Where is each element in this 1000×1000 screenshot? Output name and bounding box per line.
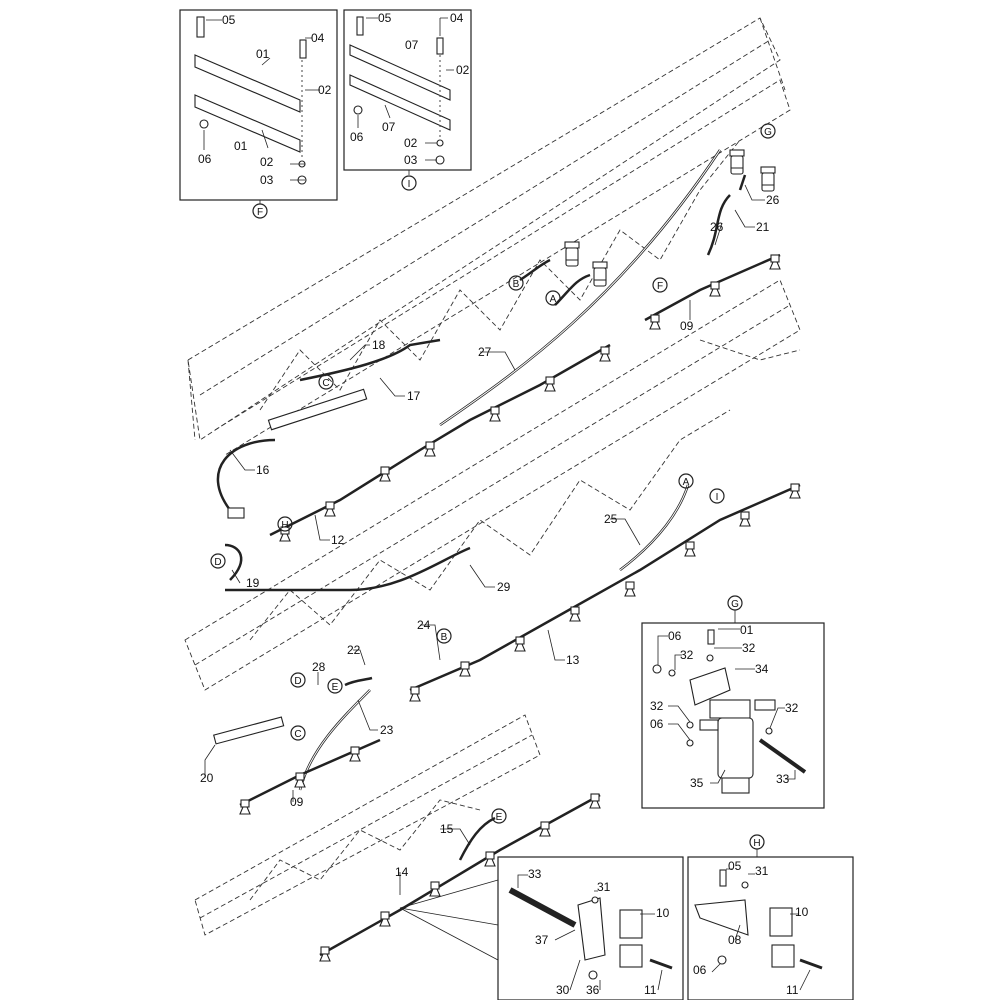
callout-letter: A	[683, 477, 690, 488]
callout-letter: A	[550, 294, 557, 305]
detail-box-I: 05 04 07 02 06 07 02 03 I	[343, 9, 472, 191]
callout-letter: F	[257, 207, 263, 218]
callout-label: 04	[450, 11, 464, 25]
boom-section-lower	[194, 714, 541, 936]
cylinders	[213, 388, 368, 745]
callout-label: 06	[668, 629, 682, 643]
part-label: 14	[395, 865, 409, 879]
part-label: 29	[497, 580, 511, 594]
callout-label: 03	[260, 173, 274, 187]
part-label: 21	[756, 220, 770, 234]
callout-label: 01	[256, 47, 270, 61]
callout-letter: G	[764, 127, 772, 138]
callout-letter: B	[513, 279, 520, 290]
callout-letter: H	[281, 520, 288, 531]
part-label: 09	[680, 319, 694, 333]
callout-label: 02	[456, 63, 470, 77]
callout-letter: G	[731, 599, 739, 610]
nozzle-line-09-upper	[644, 253, 781, 330]
part-label: 15	[440, 822, 454, 836]
callout-label: 05	[222, 13, 236, 27]
callout-label: 10	[656, 906, 670, 920]
callout-label: 04	[311, 31, 325, 45]
callout-letter: D	[294, 676, 301, 687]
boom-section-middle	[184, 279, 801, 691]
callout-letter: E	[496, 812, 503, 823]
callout-label: 05	[378, 11, 392, 25]
callout-label: 32	[650, 699, 664, 713]
detail-box-G: G 06 01 32 32 34 32 06 32 35 33	[641, 595, 825, 809]
callout-label: 36	[586, 983, 600, 997]
part-label: 26	[766, 193, 780, 207]
callout-label: 32	[785, 701, 799, 715]
detail-box-H: H 05 31 10 08 06 11	[687, 834, 854, 1000]
callout-label: 06	[198, 152, 212, 166]
callout-letter: I	[408, 179, 411, 190]
callout-label: 02	[318, 83, 332, 97]
callout-label: 02	[404, 136, 418, 150]
part-label: 23	[380, 723, 394, 737]
callout-label: 08	[728, 933, 742, 947]
callout-label: 07	[382, 120, 396, 134]
callout-label: 06	[650, 717, 664, 731]
callout-label: 01	[234, 139, 248, 153]
callout-label: 03	[404, 153, 418, 167]
part-label: 28	[312, 660, 326, 674]
part-label: 18	[372, 338, 386, 352]
part-label: 24	[417, 618, 431, 632]
hoses	[216, 149, 747, 861]
callout-letter: C	[322, 378, 329, 389]
callout-label: 01	[740, 623, 754, 637]
callout-label: 33	[528, 867, 542, 881]
callout-label: 05	[728, 859, 742, 873]
main-part-labels: 26 21 26 09 27 18 17 16 12 19 25 29 24 1…	[200, 184, 780, 895]
callout-label: 32	[742, 641, 756, 655]
part-label: 22	[347, 643, 361, 657]
callout-label: 11	[786, 983, 799, 997]
part-label: 20	[200, 771, 214, 785]
callout-label: 06	[350, 130, 364, 144]
part-label: 13	[566, 653, 580, 667]
callout-letter: E	[332, 682, 339, 693]
callout-label: 32	[680, 648, 694, 662]
nozzle-line-12	[269, 343, 611, 542]
callout-letter: F	[657, 281, 663, 292]
callout-label: 02	[260, 155, 274, 169]
callout-letter: C	[294, 729, 301, 740]
part-label: 26	[710, 220, 724, 234]
detail-box-nozzle: 33 31 10 37 30 36 11	[399, 856, 684, 1000]
main-callout-letters: G B A F C H D A I B E D C E	[210, 123, 776, 824]
callout-label: 30	[556, 983, 570, 997]
callout-label: 37	[535, 933, 549, 947]
callout-label: 34	[755, 662, 769, 676]
callout-label: 07	[405, 38, 419, 52]
part-label: 25	[604, 512, 618, 526]
callout-label: 11	[644, 983, 657, 997]
detail-box-F: 05 04 01 02 01 06 02 03 F	[179, 9, 338, 219]
callout-label: 31	[755, 864, 769, 878]
callout-letter: D	[214, 557, 221, 568]
part-label: 19	[246, 576, 260, 590]
callout-letter: B	[441, 632, 448, 643]
callout-label: 33	[776, 772, 790, 786]
nozzle-line-14	[319, 793, 601, 962]
boom-section-upper	[187, 17, 791, 456]
part-label: 16	[256, 463, 270, 477]
callout-label: 06	[693, 963, 707, 977]
callout-letter: I	[716, 492, 719, 503]
part-label: 27	[478, 345, 492, 359]
callout-label: 31	[597, 880, 611, 894]
part-label: 12	[331, 533, 345, 547]
callout-label: 10	[795, 905, 809, 919]
callout-letter: H	[753, 838, 760, 849]
nozzle-line-09-lower	[239, 738, 381, 815]
callout-label: 35	[690, 776, 704, 790]
part-label: 09	[290, 795, 304, 809]
nozzle-line-13	[409, 483, 801, 702]
part-label: 17	[407, 389, 421, 403]
